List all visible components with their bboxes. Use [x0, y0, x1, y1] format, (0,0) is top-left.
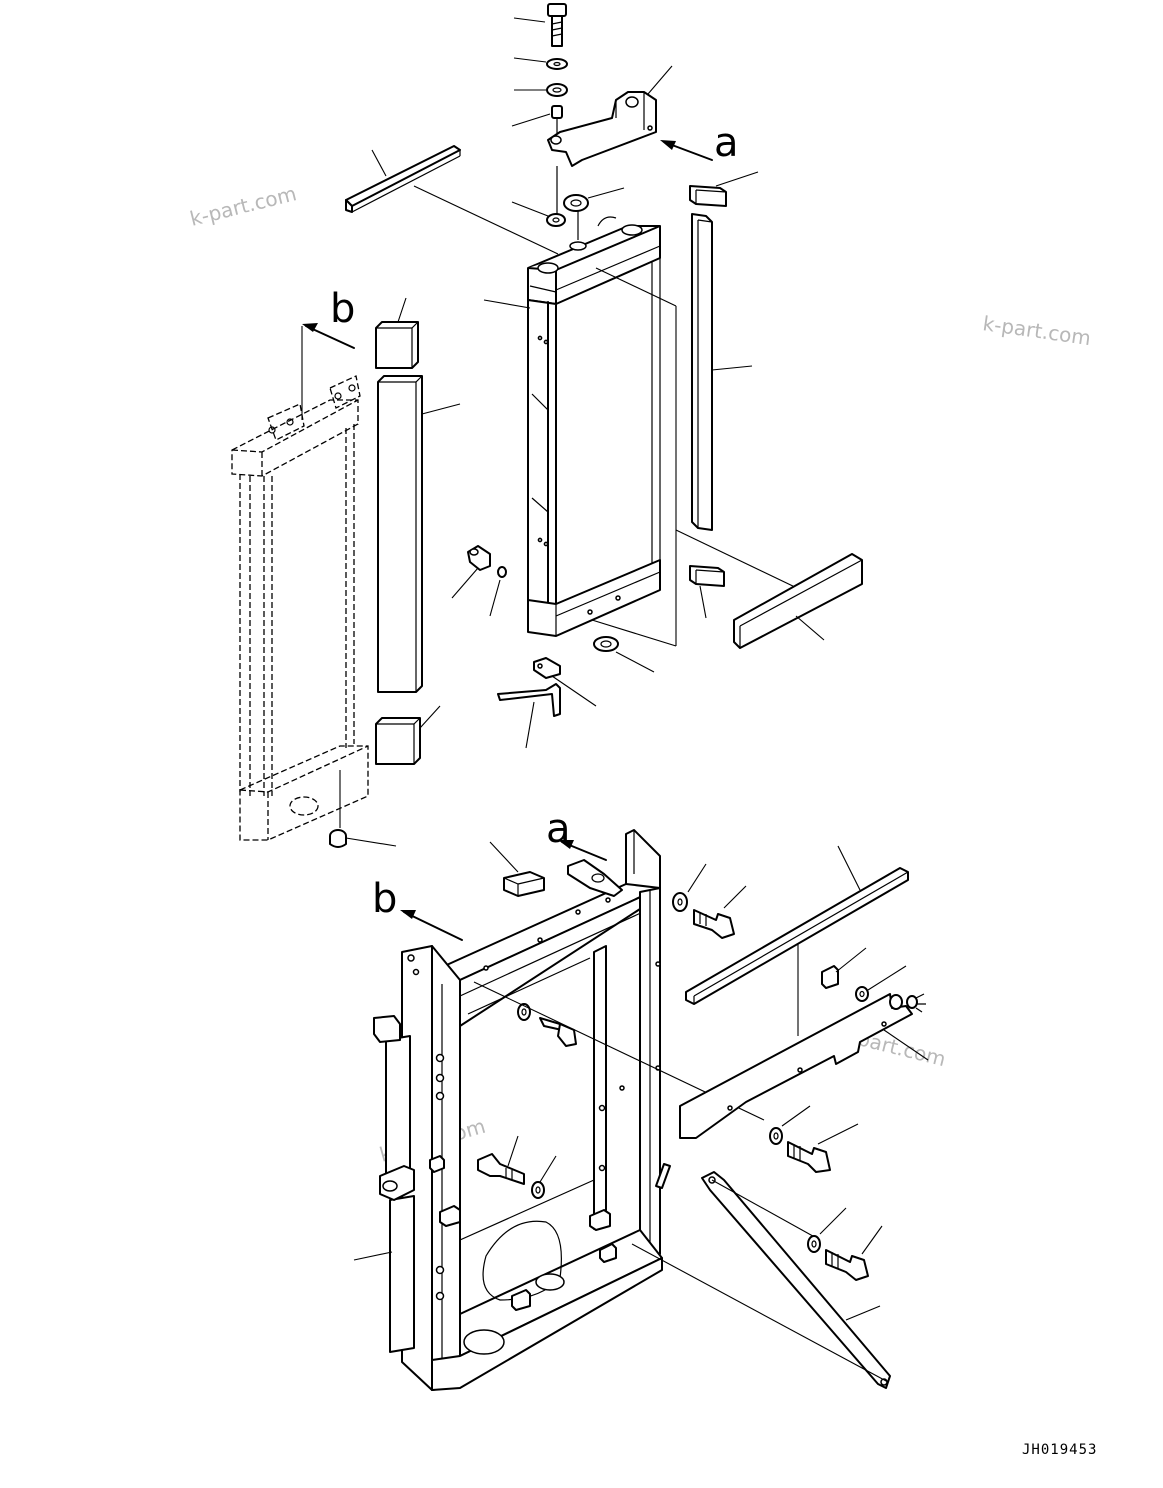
upper-cushion	[563, 187, 625, 212]
arrow-b-upper: b	[302, 286, 355, 349]
main-frame	[373, 829, 663, 1391]
bolt-middle-right	[787, 1123, 859, 1173]
clip	[533, 657, 597, 707]
guard-clip	[821, 947, 867, 989]
washer-lower-right	[807, 1207, 847, 1253]
top-collar	[511, 105, 563, 127]
right-small-block-bottom	[689, 565, 725, 619]
stay-rod	[631, 1171, 891, 1389]
sponge-top	[375, 297, 419, 369]
guard-nut	[855, 965, 907, 1002]
frame-side-tab	[655, 1163, 671, 1189]
arrow-b-lower: b	[372, 876, 463, 941]
radiator-core	[483, 216, 661, 637]
callout-b-upper: b	[330, 286, 355, 332]
guard-plate	[679, 993, 929, 1139]
top-washer-2	[514, 83, 568, 97]
callout-a-upper: a	[714, 120, 739, 166]
frame-leader-left	[353, 1251, 393, 1261]
upper-nut	[511, 201, 566, 227]
sponge-column	[377, 375, 461, 693]
guard-lock-washer	[889, 993, 926, 1013]
ghost-frame	[231, 375, 369, 841]
right-vertical-seal	[691, 213, 753, 531]
bolt-lower-right	[825, 1225, 883, 1281]
lower-cushion	[593, 636, 655, 673]
frame-top-bracket	[567, 859, 623, 897]
bolt-inner-lower	[477, 1135, 525, 1185]
washer-upper-right	[672, 863, 707, 912]
bolt-upper-right	[693, 885, 747, 939]
top-bolt	[513, 3, 567, 47]
callout-a-lower: a	[546, 806, 571, 852]
top-seal-strip	[345, 145, 461, 213]
upper-seal-bar	[685, 845, 909, 1005]
washer-middle-right	[769, 1105, 811, 1145]
drain-valve	[451, 545, 491, 599]
arrow-a-lower: a	[546, 806, 607, 861]
watermark-1: k-part.com	[187, 181, 298, 231]
drawing-code: JH019453	[1022, 1442, 1097, 1458]
bushing	[329, 829, 397, 848]
arrow-a-upper: a	[660, 120, 739, 166]
frame-cushion-block	[489, 841, 545, 897]
o-ring	[489, 566, 507, 617]
sponge-bottom	[375, 705, 441, 765]
right-bottom-seal	[733, 553, 863, 649]
top-washer-1	[513, 57, 568, 70]
drain-hose	[497, 683, 561, 749]
callout-b-lower: b	[372, 876, 397, 922]
right-small-block-top	[689, 171, 759, 207]
top-bracket	[547, 65, 673, 167]
washer-inner-lower	[531, 1155, 557, 1199]
watermark-2: k-part.com	[981, 311, 1092, 350]
